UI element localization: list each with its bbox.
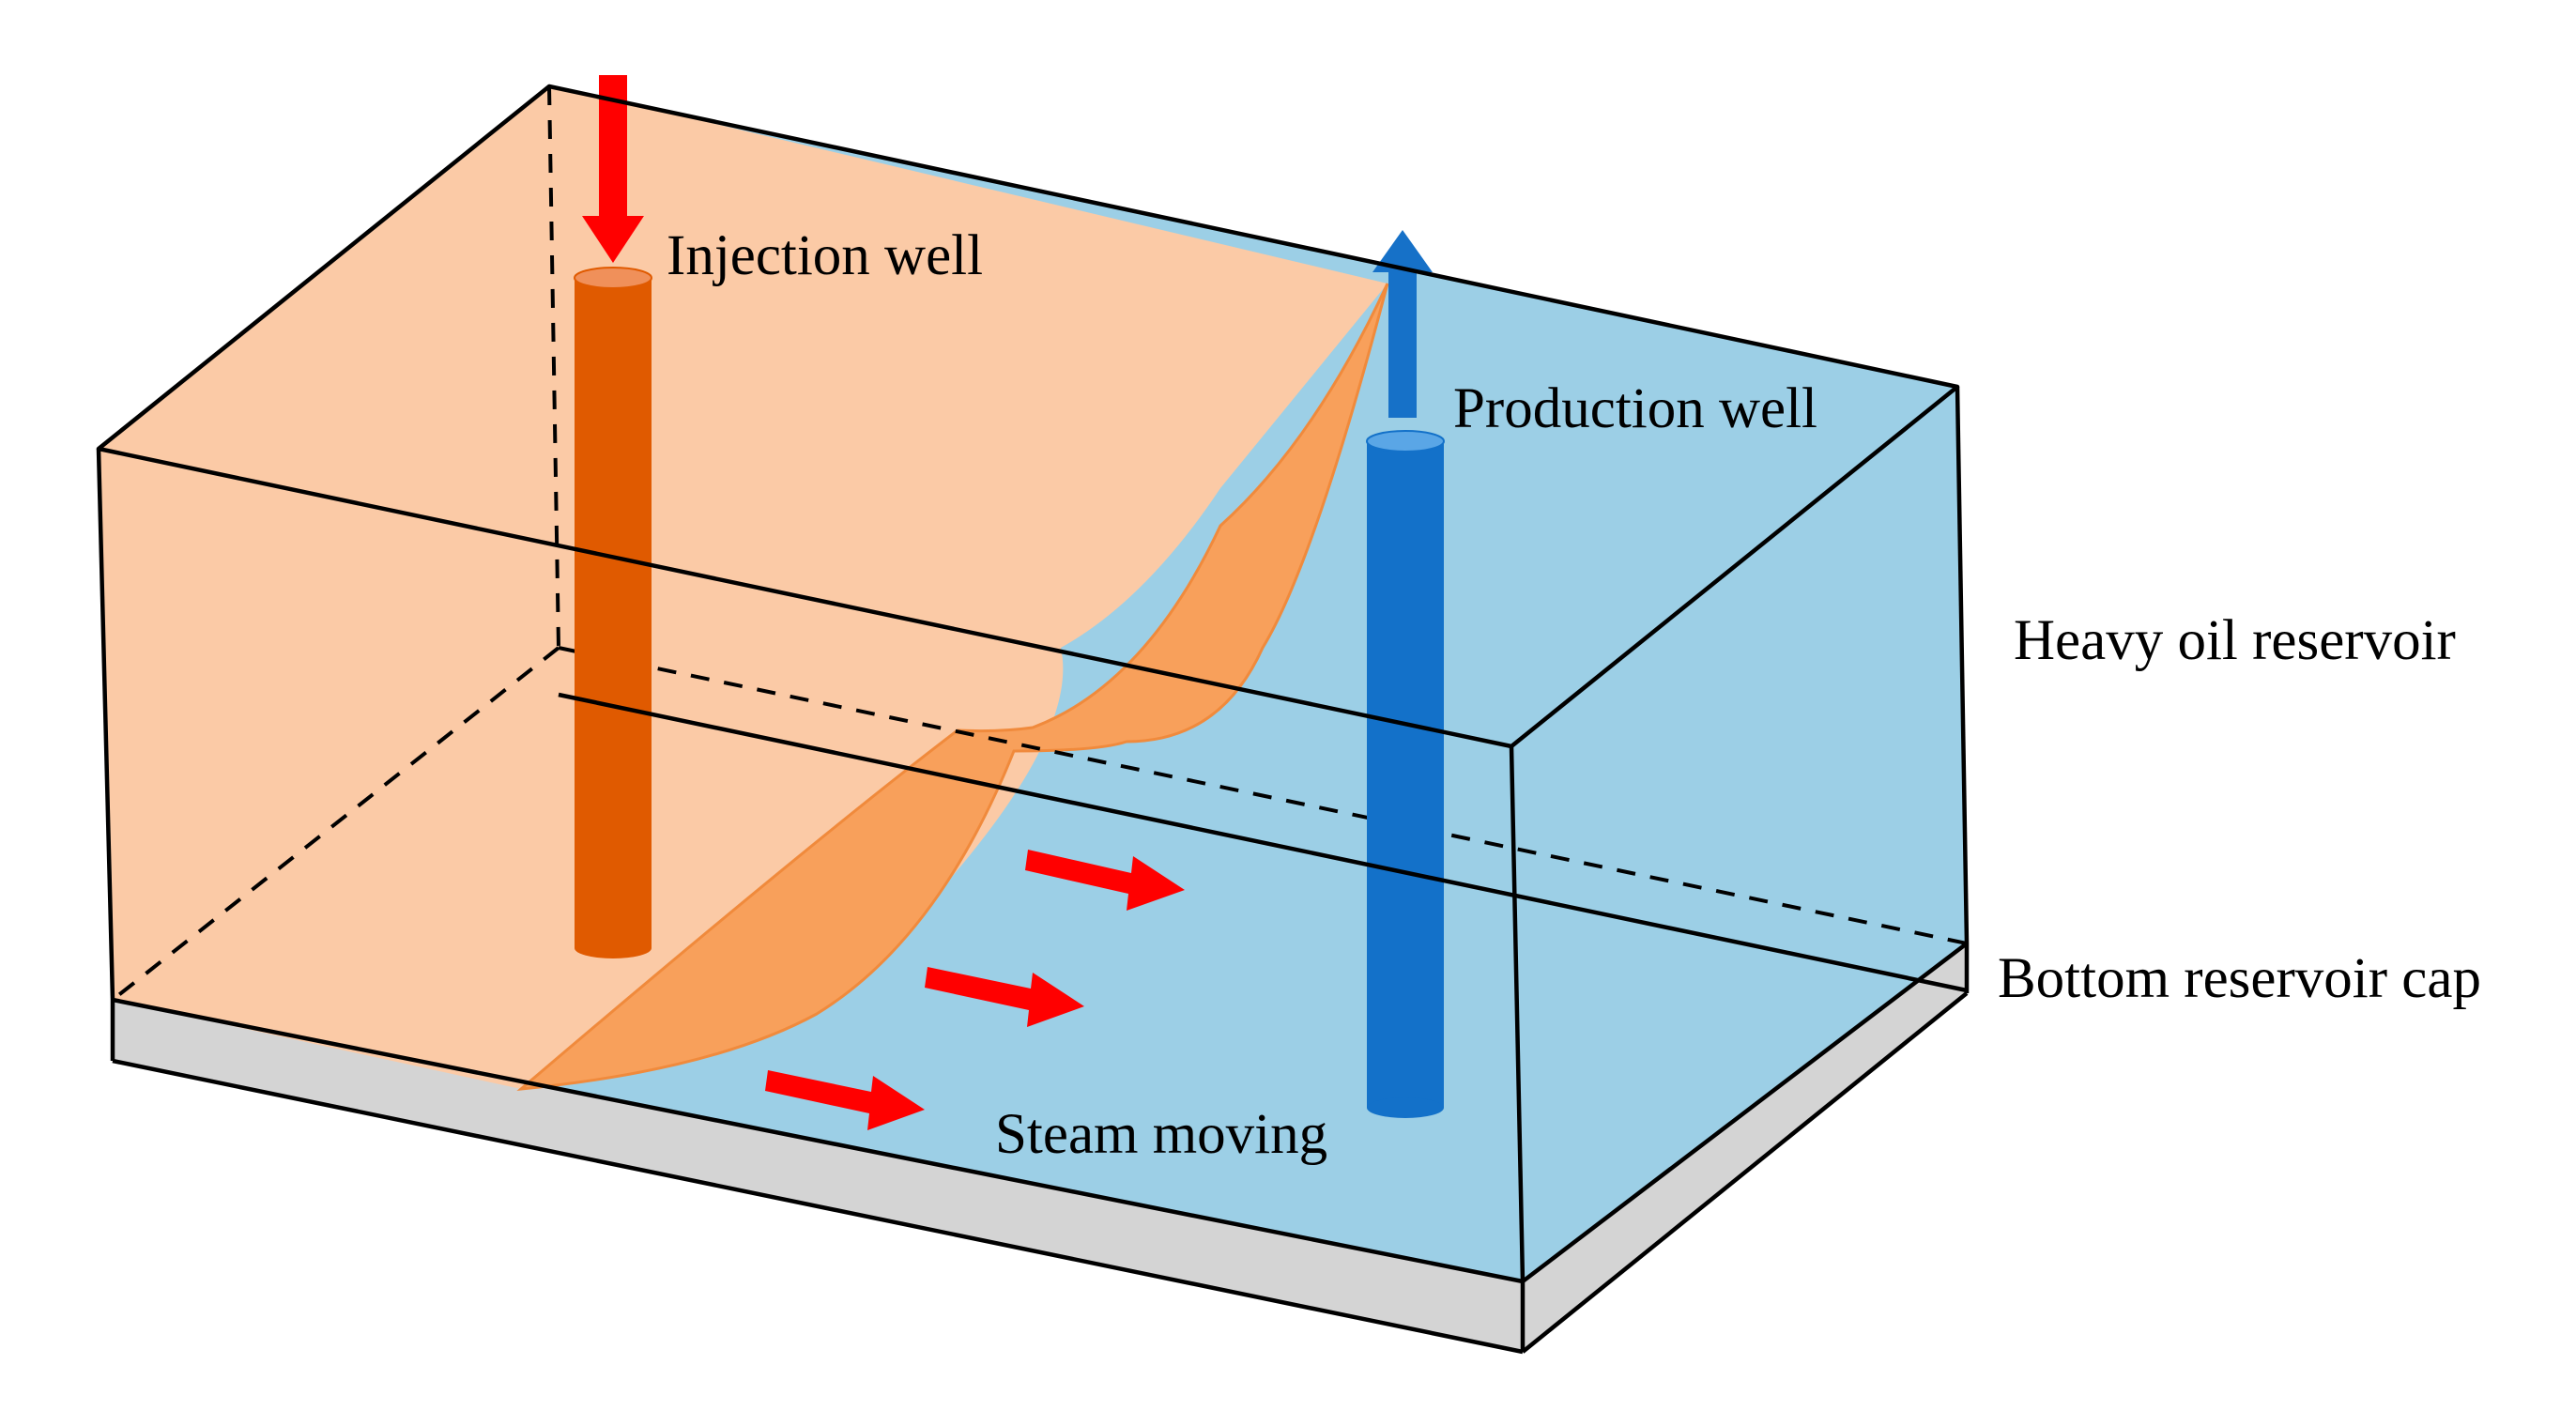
injection-well-top xyxy=(574,267,652,289)
steam-arrow-icon xyxy=(925,967,1084,1027)
injection-well xyxy=(574,267,652,958)
bottom-reservoir-cap xyxy=(113,943,1967,1352)
bottom-reservoir-cap-label: Bottom reservoir cap xyxy=(1998,947,2481,1010)
production-arrow-icon xyxy=(1372,230,1433,418)
injection-well-bottom xyxy=(575,938,652,958)
injection-well-label: Injection well xyxy=(667,224,983,287)
cap-right-face xyxy=(1523,943,1967,1352)
steam-zone xyxy=(99,84,1388,1089)
production-well-top xyxy=(1366,430,1445,452)
production-well-bottom xyxy=(1367,1097,1444,1118)
steam-moving-label: Steam moving xyxy=(995,1103,1327,1166)
steam-front xyxy=(516,283,1389,1091)
heavy-oil-reservoir-label: Heavy oil reservoir xyxy=(2014,609,2456,672)
reservoir-volume xyxy=(99,84,1967,1281)
production-well-label: Production well xyxy=(1453,377,1817,440)
production-well xyxy=(1366,430,1445,1118)
visible-edges xyxy=(96,84,1970,1355)
steam-arrow-icon xyxy=(765,1070,925,1130)
production-well-body xyxy=(1367,441,1444,1108)
steam-arrows xyxy=(765,850,1185,1130)
hidden-edges xyxy=(111,85,1968,1002)
steam-arrow-icon xyxy=(1025,850,1185,911)
cap-front-face xyxy=(113,1000,1523,1352)
injection-well-body xyxy=(575,278,652,948)
oil-zone-right-face xyxy=(1511,387,1967,1281)
